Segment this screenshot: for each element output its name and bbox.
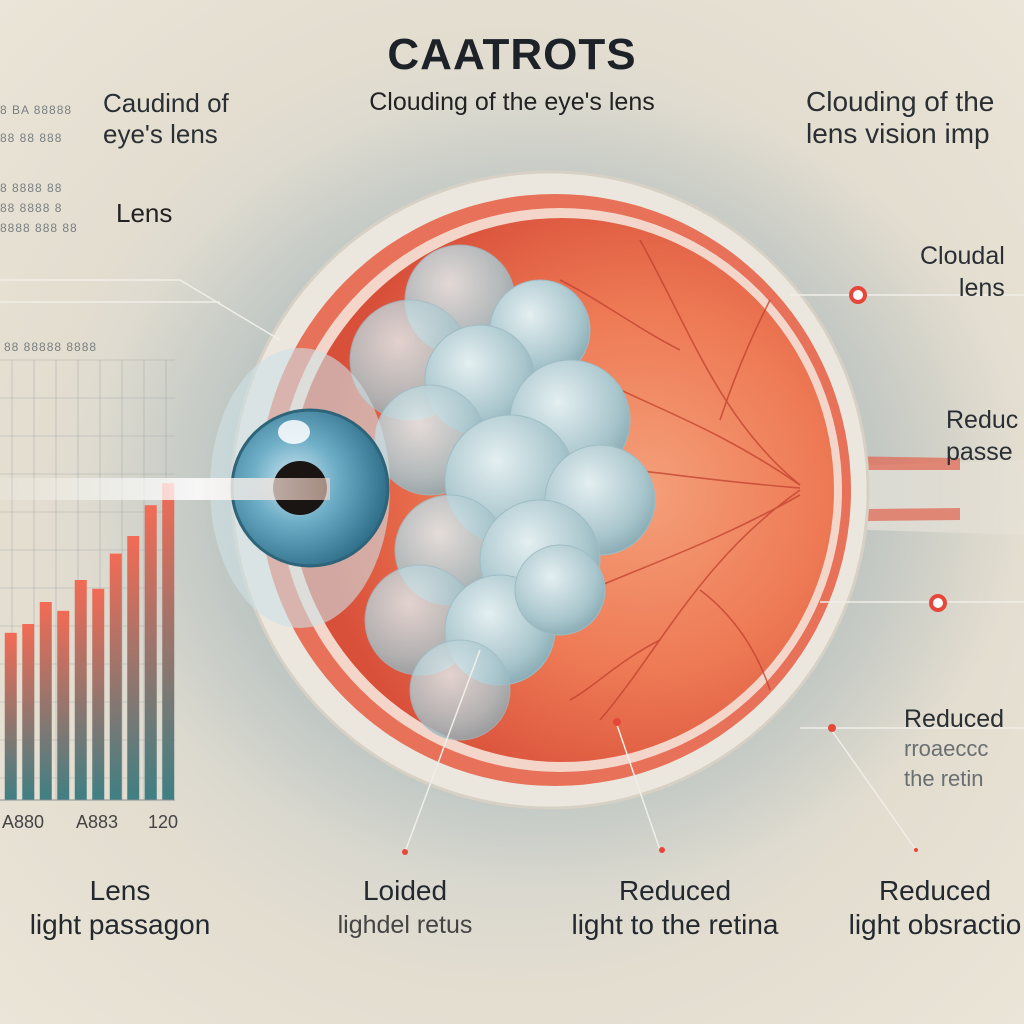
bottom-label-2-line1: Loided bbox=[300, 874, 510, 908]
left-panel-line: 88 8888 8 bbox=[0, 198, 78, 218]
bottom-label-4: Reduced light obsractio bbox=[820, 874, 1024, 942]
reduced-retina-line2: rroaeccc bbox=[904, 734, 1004, 764]
reduced-retina-line1: Reduced bbox=[904, 704, 1004, 734]
chart-bar bbox=[110, 554, 122, 800]
left-panel-text: 8 BA 88888 88 88 888 bbox=[0, 96, 72, 152]
chart-bar bbox=[40, 602, 52, 800]
reduced-retina-label: Reduced rroaeccc the retin bbox=[904, 704, 1004, 794]
clouded-lens-label: Cloudal lens bbox=[920, 240, 1005, 304]
chart-bar bbox=[75, 580, 87, 800]
chart-bars bbox=[5, 483, 175, 800]
chart-bar bbox=[5, 633, 17, 800]
clouded-lens-line1: Cloudal bbox=[920, 240, 1005, 272]
left-panel-text-2: 8 8888 88 88 8888 8 8888 888 88 bbox=[0, 178, 78, 238]
bottom-label-1-line1: Lens bbox=[0, 874, 240, 908]
chart-bar bbox=[22, 624, 34, 800]
chart-bar bbox=[145, 505, 157, 800]
top-right-label: Clouding of the lens vision imp bbox=[806, 86, 994, 150]
chart-bar bbox=[162, 483, 174, 800]
bottom-label-4-line1: Reduced bbox=[820, 874, 1024, 908]
left-panel-line: 8888 888 88 bbox=[0, 218, 78, 238]
bottom-label-1-line2: light passagon bbox=[0, 908, 240, 942]
page-title: CAATROTS bbox=[0, 30, 1024, 80]
left-panel-line: 8 BA 88888 bbox=[0, 96, 72, 124]
bottom-label-3: Reduced light to the retina bbox=[540, 874, 810, 942]
reduced-retina-line3: the retin bbox=[904, 764, 1004, 794]
axis-label-2: A883 bbox=[76, 812, 118, 833]
reduced-passage-line2: passe bbox=[946, 436, 1018, 468]
top-right-line2: lens vision imp bbox=[806, 118, 994, 150]
bottom-label-1: Lens light passagon bbox=[0, 874, 240, 942]
bottom-label-2-line2: lighdel retus bbox=[300, 908, 510, 942]
reduced-passage-line1: Reduc bbox=[946, 404, 1018, 436]
light-beam bbox=[0, 478, 330, 500]
chart-bar bbox=[57, 611, 69, 800]
axis-label-3: 120 bbox=[148, 812, 178, 833]
bottom-label-3-line1: Reduced bbox=[540, 874, 810, 908]
reduced-passage-label: Reduc passe bbox=[946, 404, 1018, 468]
left-panel-line: 88 88 888 bbox=[0, 124, 72, 152]
lens-label: Lens bbox=[116, 198, 172, 229]
top-right-line1: Clouding of the bbox=[806, 86, 994, 118]
left-panel-line: 8 8888 88 bbox=[0, 178, 78, 198]
bottom-label-3-line2: light to the retina bbox=[540, 908, 810, 942]
top-left-label: Caudind of eye's lens bbox=[103, 88, 229, 150]
clouded-lens-line2: lens bbox=[920, 272, 1005, 304]
chart-bar bbox=[92, 589, 104, 800]
top-left-line2: eye's lens bbox=[103, 119, 229, 150]
bottom-label-4-line2: light obsractio bbox=[820, 908, 1024, 942]
axis-label-1: A880 bbox=[2, 812, 44, 833]
chart-header-text: 88 88888 8888 bbox=[4, 340, 97, 354]
top-left-line1: Caudind of bbox=[103, 88, 229, 119]
bottom-label-2: Loided lighdel retus bbox=[300, 874, 510, 942]
chart-bar bbox=[127, 536, 139, 800]
